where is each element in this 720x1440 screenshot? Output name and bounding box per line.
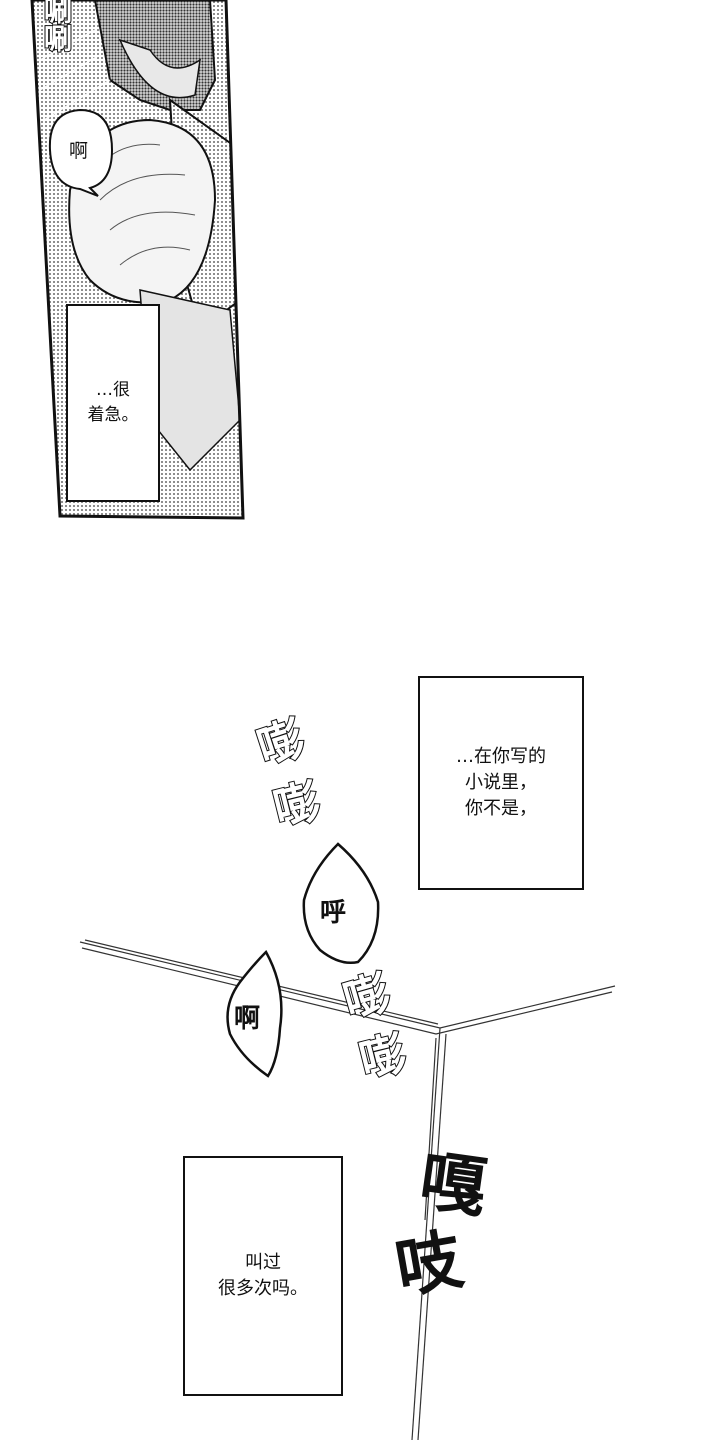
speech-bubble-small [48, 108, 114, 197]
sfx-pant-2: 嘭 [267, 772, 327, 838]
caption-box-called-many: 叫过 很多次吗。 [183, 1156, 343, 1396]
sfx-pant-1: 嘭 [250, 709, 312, 777]
caption-box-anxious: …很 着急。 [66, 304, 160, 502]
room-corner-lines [79, 939, 616, 1440]
speech-bubble-hu [302, 842, 380, 964]
sfx-creak-1: 嘎 [415, 1141, 492, 1228]
bubble-text-ah-top: 啊 [69, 140, 89, 162]
caption-box-novel: …在你写的 小说里， 你不是， [418, 676, 584, 890]
speech-bubble-ah [226, 949, 283, 1078]
sfx-creak-2: 吱 [389, 1220, 469, 1309]
sfx-rustle: 唰唰 [39, 0, 74, 53]
bubble-text-hu: 呼 [320, 898, 347, 928]
bubble-text-ah: 啊 [234, 1004, 261, 1034]
